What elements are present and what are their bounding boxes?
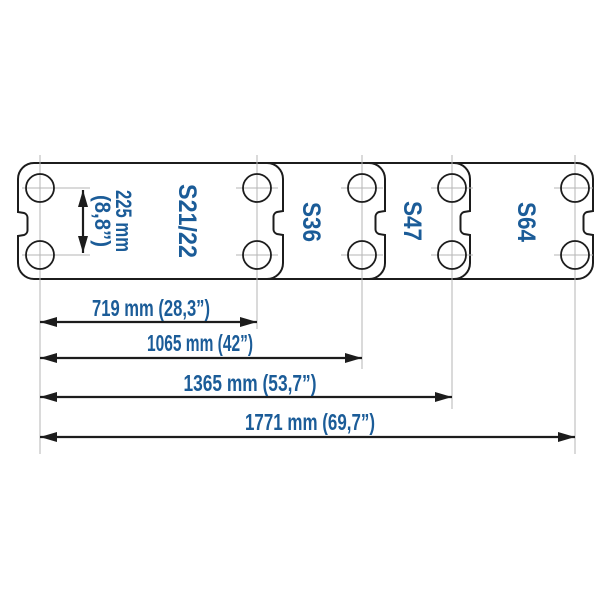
model-label-s21-22: S21/22 — [173, 184, 201, 258]
dimension-arrows — [40, 190, 575, 442]
length-label-s21-22: 719 mm (28,3”) — [92, 295, 210, 321]
mounting-hole — [347, 240, 377, 270]
length-label-s47: 1365 mm (53,7”) — [184, 370, 317, 396]
model-label-s36: S36 — [297, 202, 325, 242]
mounting-hole — [25, 240, 55, 270]
mounting-hole — [242, 240, 272, 270]
mounting-hole — [560, 173, 590, 203]
model-label-s47: S47 — [398, 201, 426, 241]
mounting-hole — [560, 240, 590, 270]
mounting-holes — [25, 173, 590, 270]
mounting-hole — [242, 173, 272, 203]
plate-end-s21-22 — [266, 162, 284, 280]
plate-end-s47 — [453, 162, 471, 280]
length-label-s36: 1065 mm (42”) — [147, 330, 253, 356]
mounting-hole — [347, 173, 377, 203]
height-dimension-label-mm: 225 mm — [111, 190, 136, 252]
plate-outline — [17, 162, 594, 280]
mounting-hole — [437, 240, 467, 270]
mounting-hole — [437, 173, 467, 203]
plate-end-s36 — [368, 162, 386, 280]
height-dimension-label-inch: (8,8”) — [90, 195, 115, 247]
model-label-s64: S64 — [512, 202, 540, 242]
mounting-hole — [25, 173, 55, 203]
length-label-s64: 1771 mm (69,7”) — [245, 409, 375, 435]
